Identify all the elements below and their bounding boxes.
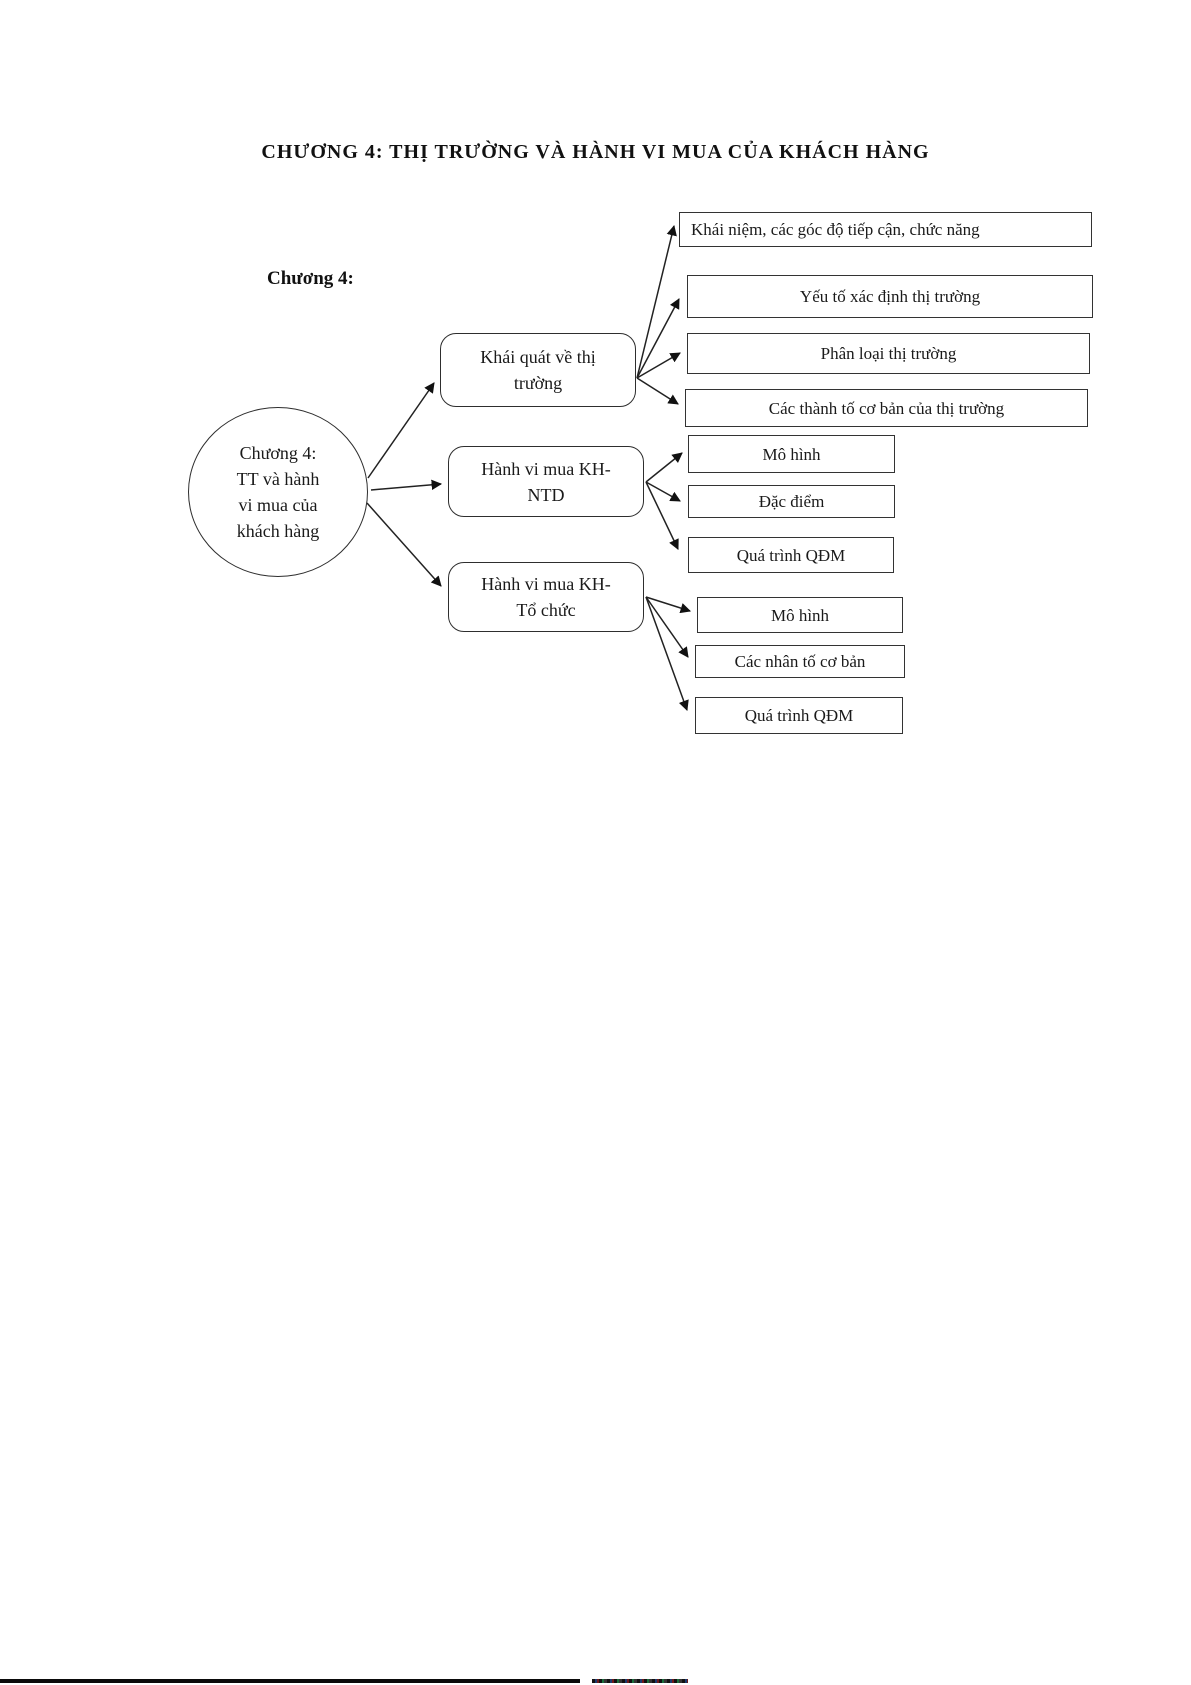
leaf-phan-loai-thi-truong: Phân loại thị trường	[687, 333, 1090, 374]
arrow	[645, 481, 679, 550]
branch-node-line: Hành vi mua KH-	[481, 574, 611, 594]
arrow	[370, 479, 443, 491]
arrow	[645, 596, 689, 658]
page-title: CHƯƠNG 4: THỊ TRƯỜNG VÀ HÀNH VI MUA CỦA …	[261, 141, 930, 163]
leaf-cac-thanh-to-co-ban-cua-thi-truong: Các thành tố cơ bản của thị trường	[685, 389, 1088, 427]
arrow	[636, 377, 679, 405]
branch-node-line: trường	[513, 373, 563, 393]
arrow	[636, 224, 677, 379]
branch-node-line: Hành vi mua KH-	[481, 458, 611, 479]
branch-node-line: Khái quát về thị	[480, 347, 596, 367]
branch-node-hanh-vi-mua-kh-to-chuc: Hành vi mua KH- Tổ chức	[448, 562, 644, 632]
leaf-tochuc-cac-nhan-to-co-ban: Các nhân tố cơ bản	[695, 645, 905, 678]
arrow	[367, 382, 435, 479]
root-node-line: Chương 4:	[239, 443, 317, 463]
leaf-yeu-to-xac-dinh-thi-truong: Yếu tố xác định thị trường	[687, 275, 1093, 318]
arrow	[645, 452, 683, 483]
chapter-label: Chương 4:	[267, 268, 354, 289]
leaf-ntd-dac-diem: Đặc điểm	[688, 485, 895, 518]
root-node-line: TT và hành	[236, 469, 320, 489]
branch-node-line: NTD	[527, 484, 565, 505]
arrow	[366, 502, 442, 587]
scan-artifact-noise	[592, 1679, 688, 1683]
leaf-tochuc-mo-hinh: Mô hình	[697, 597, 903, 633]
leaf-khai-niem-goc-do-tiep-can-chuc-nang: Khái niệm, các góc độ tiếp cận, chức năn…	[679, 212, 1092, 247]
arrow	[645, 596, 689, 711]
arrow	[645, 596, 692, 614]
leaf-ntd-mo-hinh: Mô hình	[688, 435, 895, 473]
branch-node-line: Tổ chức	[516, 600, 576, 620]
root-node-chuong-4: Chương 4: TT và hành vi mua của khách hà…	[188, 407, 368, 577]
leaf-ntd-qua-trinh-qdm: Quá trình QĐM	[688, 537, 894, 573]
arrow	[645, 481, 681, 502]
leaf-tochuc-qua-trinh-qdm: Quá trình QĐM	[695, 697, 903, 734]
root-node-line: vi mua của	[238, 495, 318, 515]
arrow	[636, 352, 681, 379]
branch-node-hanh-vi-mua-kh-ntd: Hành vi mua KH- NTD	[448, 446, 644, 517]
branch-node-khai-quat-thi-truong: Khái quát về thị trường	[440, 333, 636, 407]
arrow	[636, 298, 680, 379]
scan-artifact-bar	[0, 1679, 580, 1683]
root-node-line: khách hàng	[236, 521, 320, 541]
